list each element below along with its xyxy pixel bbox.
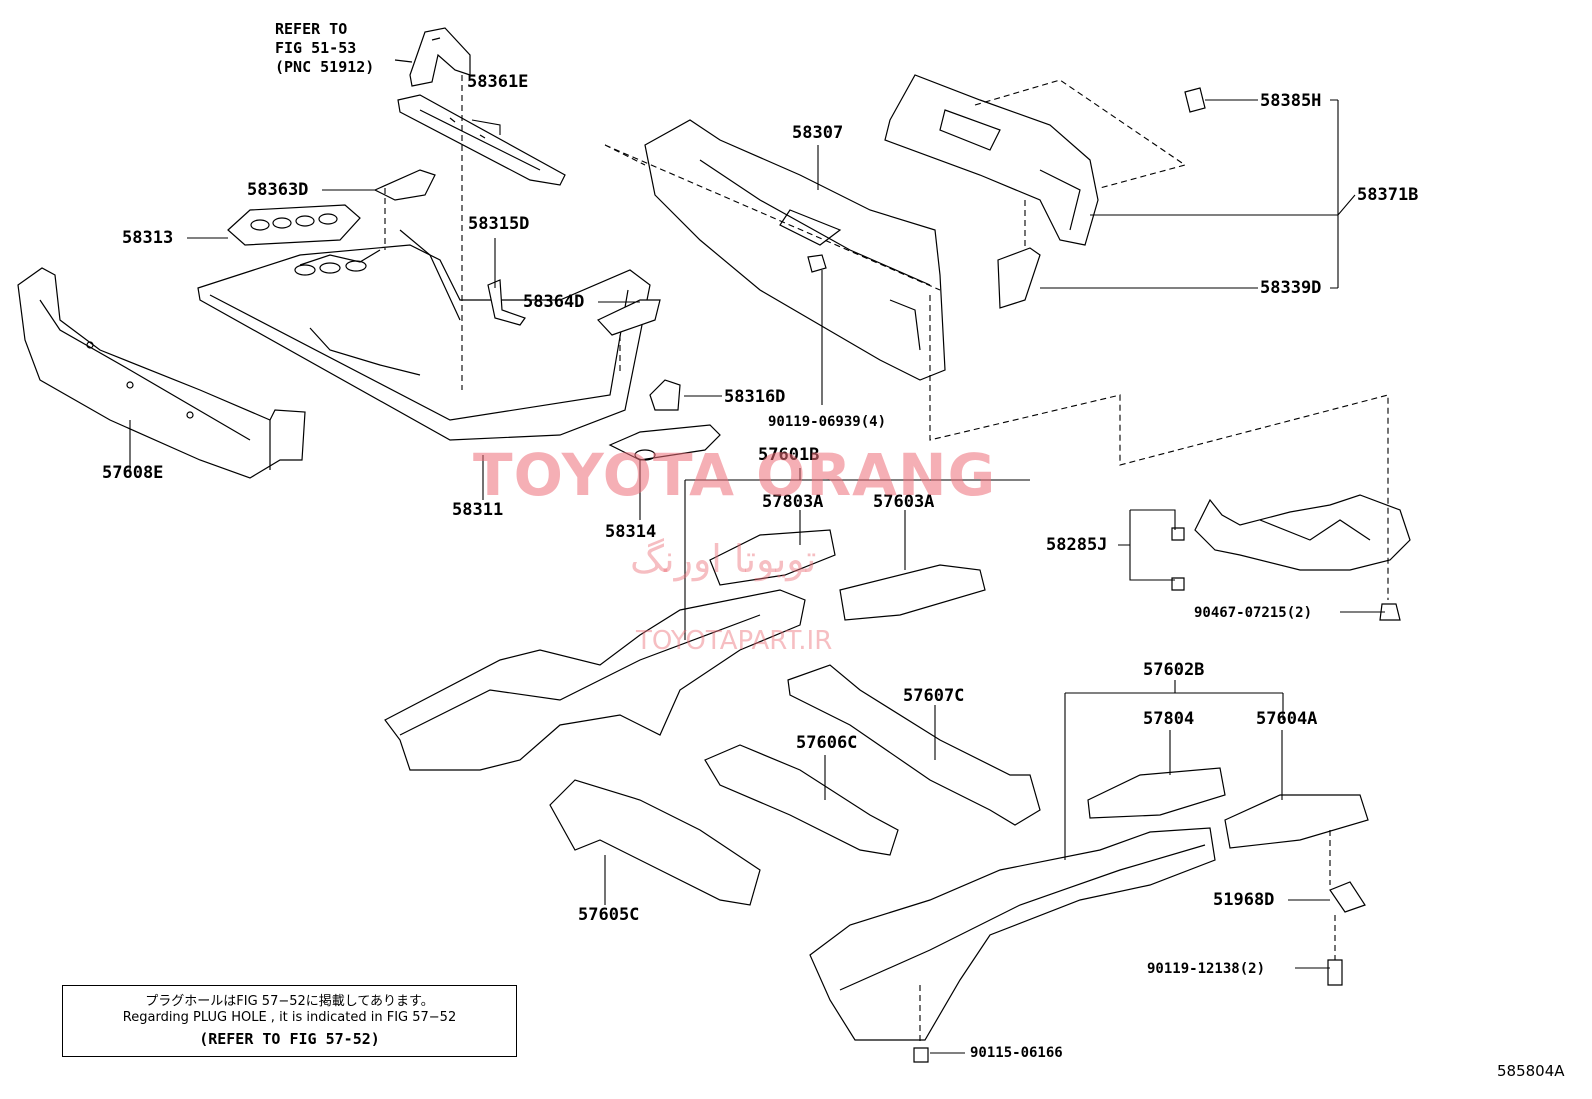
label-58361E[interactable]: 58361E <box>467 72 529 92</box>
label-58371B[interactable]: 58371B <box>1357 185 1419 205</box>
label-51968D[interactable]: 51968D <box>1213 890 1275 910</box>
label-90467-07215[interactable]: 90467-07215(2) <box>1194 605 1313 621</box>
label-58339D[interactable]: 58339D <box>1260 278 1322 298</box>
leader-lines <box>129 99 1385 1054</box>
part-shape-58361E <box>397 94 566 186</box>
label-57608E[interactable]: 57608E <box>102 463 164 483</box>
label-58314[interactable]: 58314 <box>605 522 657 542</box>
figure-id: 585804A <box>1497 1062 1565 1080</box>
fastener-shapes <box>807 254 1401 1063</box>
refer-note: REFER TO FIG 51-53 (PNC 51912) <box>275 20 374 77</box>
part-shape-58285J <box>1194 494 1411 571</box>
label-57603A[interactable]: 57603A <box>873 492 935 512</box>
part-shape-57601B <box>384 529 986 771</box>
watermark-persian: تویوتا اورنگ <box>630 537 817 581</box>
label-58316D[interactable]: 58316D <box>724 387 786 407</box>
refer-line2: FIG 51-53 <box>275 39 357 57</box>
dashed-leaders <box>384 75 1389 1045</box>
label-57804[interactable]: 57804 <box>1143 709 1195 729</box>
note-japanese: プラグホールはFIG 57−52に掲載してあります。 <box>145 994 434 1009</box>
part-shape-58364D <box>597 299 661 336</box>
label-57605C[interactable]: 57605C <box>578 905 640 925</box>
part-shape-58316D <box>649 379 681 411</box>
plug-hole-note: プラグホールはFIG 57−52に掲載してあります。 Regarding PLU… <box>62 985 517 1057</box>
part-shape-57608E <box>17 267 306 479</box>
label-58364D[interactable]: 58364D <box>523 292 585 312</box>
label-57601B[interactable]: 57601B <box>758 445 820 465</box>
refer-line1: REFER TO <box>275 20 348 38</box>
part-shape-51912-bracket <box>394 27 471 87</box>
part-shape-57607C <box>787 664 1041 826</box>
label-90119-12138[interactable]: 90119-12138(2) <box>1147 961 1266 977</box>
label-90115-06166[interactable]: 90115-06166 <box>970 1045 1063 1061</box>
label-57606C[interactable]: 57606C <box>796 733 858 753</box>
part-shape-58363D <box>373 169 436 201</box>
label-58311[interactable]: 58311 <box>452 500 504 520</box>
part-shape-58315D <box>487 279 526 326</box>
part-shape-57605C <box>549 779 761 906</box>
part-shape-57606C <box>704 744 899 856</box>
watermark-url: TOYOTAPART.IR <box>636 626 833 656</box>
label-58313[interactable]: 58313 <box>122 228 174 248</box>
note-english: Regarding PLUG HOLE , it is indicated in… <box>122 1010 457 1025</box>
part-shape-58313 <box>227 204 361 246</box>
part-shape-58307 <box>644 119 946 381</box>
label-57607C[interactable]: 57607C <box>903 686 965 706</box>
note-refer[interactable]: (REFER TO FIG 57-52) <box>199 1030 380 1048</box>
label-58315D[interactable]: 58315D <box>468 214 530 234</box>
label-90119-06939[interactable]: 90119-06939(4) <box>768 414 887 430</box>
watermark-brand: TOYOTA ORANG <box>473 441 997 509</box>
part-shape-58371B <box>884 74 1206 309</box>
refer-line3: (PNC 51912) <box>275 58 375 76</box>
label-58307[interactable]: 58307 <box>792 123 844 143</box>
label-58385H[interactable]: 58385H <box>1260 91 1322 111</box>
label-57602B[interactable]: 57602B <box>1143 660 1205 680</box>
part-shape-57602B <box>809 767 1369 1041</box>
label-57803A[interactable]: 57803A <box>762 492 824 512</box>
label-58285J[interactable]: 58285J <box>1046 535 1108 555</box>
label-57604A[interactable]: 57604A <box>1256 709 1318 729</box>
label-58363D[interactable]: 58363D <box>247 180 309 200</box>
part-shape-58311 <box>197 229 651 441</box>
